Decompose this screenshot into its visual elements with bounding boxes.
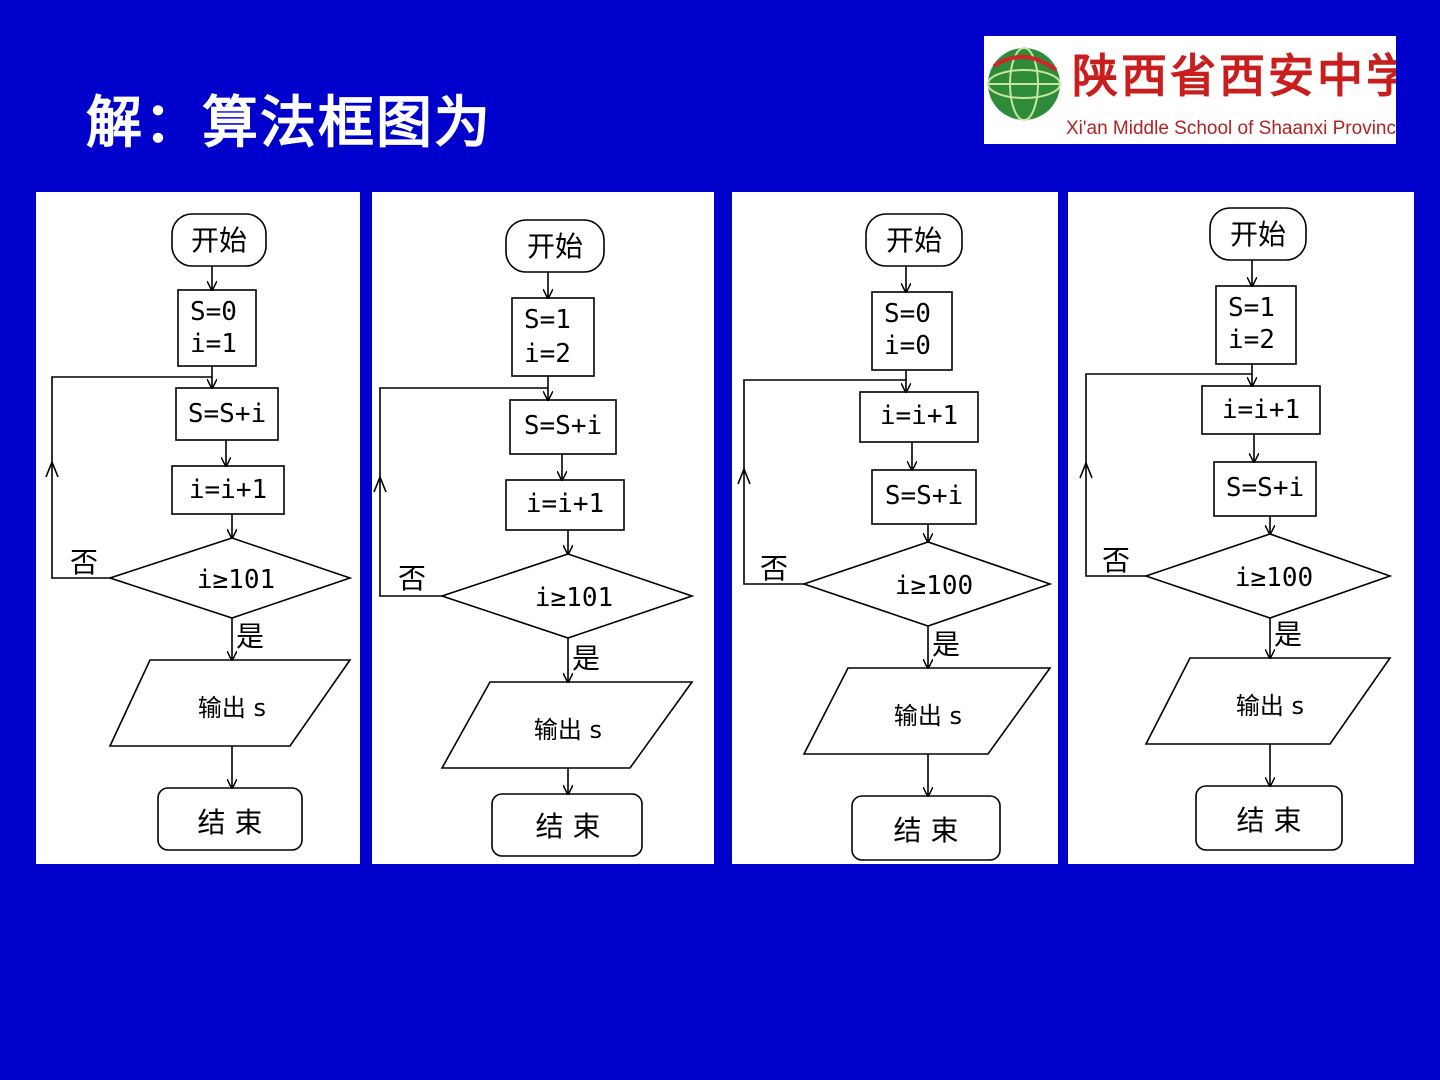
no-label: 否 [1102, 544, 1130, 577]
step2-label: S=S+i [885, 481, 963, 511]
decision-diamond [1143, 533, 1393, 619]
end-label: 结 束 [198, 806, 263, 839]
condition-label: i≥101 [535, 583, 613, 613]
no-label: 否 [70, 546, 98, 579]
init-line-2: i=2 [524, 339, 571, 369]
step1-label: i=i+1 [1222, 395, 1300, 425]
step1-label: i=i+1 [880, 401, 958, 431]
init-line-2: i=1 [190, 329, 237, 359]
start-node [1209, 207, 1307, 261]
init-box [871, 291, 953, 371]
flowchart-panel-2: 开始 S=1 i=2 S=S+i i=i+1 i≥101 否 是 输出 s 结 … [372, 192, 714, 864]
yes-label: 是 [932, 628, 960, 661]
init-line-1: S=0 [190, 297, 237, 327]
flowchart-3: 开始 S=0 i=0 i=i+1 S=S+i i≥100 否 是 输出 s 结 … [737, 213, 1053, 861]
output-parallelogram [440, 681, 694, 769]
output-label: 输出 s [534, 716, 602, 744]
start-node [865, 213, 963, 267]
start-node [505, 219, 605, 273]
end-node [491, 793, 643, 857]
step2-label: i=i+1 [189, 475, 267, 505]
decision-diamond [107, 537, 353, 619]
init-line-1: S=0 [884, 299, 931, 329]
flowchart-1: 开始 S=0 i=1 S=S+i i=i+1 i≥101 否 是 输出 s 结 … [45, 213, 353, 851]
step1-label: S=S+i [188, 399, 266, 429]
end-label: 结 束 [1237, 804, 1302, 837]
output-label: 输出 s [894, 702, 962, 730]
step1-box [859, 391, 979, 443]
output-parallelogram [108, 659, 352, 747]
yes-label: 是 [1274, 618, 1302, 651]
step2-label: i=i+1 [526, 489, 604, 519]
step1-box [1201, 385, 1321, 435]
no-label: 否 [398, 562, 426, 595]
condition-label: i≥101 [197, 565, 275, 595]
logo-english-name: Xi'an Middle School of Shaanxi Province [1066, 118, 1396, 139]
start-node [171, 213, 267, 267]
school-logo: 陕西省西安中学 Xi'an Middle School of Shaanxi P… [984, 36, 1396, 144]
init-box [1215, 285, 1297, 365]
init-line-2: i=0 [884, 331, 931, 361]
decision-diamond [439, 553, 695, 639]
start-label: 开始 [527, 230, 583, 263]
no-label: 否 [760, 552, 788, 585]
flowchart-2: 开始 S=1 i=2 S=S+i i=i+1 i≥101 否 是 输出 s 结 … [373, 219, 695, 857]
yes-label: 是 [572, 642, 600, 675]
output-parallelogram [1144, 657, 1392, 745]
init-box [177, 289, 257, 367]
start-label: 开始 [1230, 218, 1286, 251]
init-line-1: S=1 [1228, 293, 1275, 323]
step2-box [171, 465, 285, 515]
flowchart-4: 开始 S=1 i=2 i=i+1 S=S+i i≥100 否 是 输出 s 结 … [1079, 207, 1393, 851]
slide-title: 解：算法框图为 [86, 91, 492, 156]
step2-box [871, 469, 977, 525]
step2-label: S=S+i [1226, 473, 1304, 503]
condition-label: i≥100 [1235, 563, 1313, 593]
init-box [511, 297, 595, 377]
flowchart-panel-3: 开始 S=0 i=0 i=i+1 S=S+i i≥100 否 是 输出 s 结 … [732, 192, 1058, 864]
end-node [157, 787, 303, 851]
start-label: 开始 [191, 224, 247, 257]
step2-box [1213, 461, 1317, 517]
output-label: 输出 s [198, 694, 266, 722]
flowchart-panel-4: 开始 S=1 i=2 i=i+1 S=S+i i≥100 否 是 输出 s 结 … [1068, 192, 1414, 864]
end-node [851, 795, 1001, 861]
decision-diamond [801, 541, 1053, 627]
flowchart-panel-1: 开始 S=0 i=1 S=S+i i=i+1 i≥101 否 是 输出 s 结 … [36, 192, 360, 864]
init-line-2: i=2 [1228, 325, 1275, 355]
init-line-1: S=1 [524, 305, 571, 335]
condition-label: i≥100 [895, 571, 973, 601]
end-label: 结 束 [894, 814, 959, 847]
step1-box [175, 387, 279, 441]
step1-box [509, 399, 617, 455]
logo-chinese-name: 陕西省西安中学 [1072, 49, 1396, 103]
start-label: 开始 [886, 224, 942, 257]
yes-label: 是 [236, 620, 264, 653]
end-node [1195, 785, 1343, 851]
step2-box [505, 479, 625, 531]
step1-label: S=S+i [524, 411, 602, 441]
end-label: 结 束 [536, 810, 601, 843]
output-parallelogram [802, 667, 1052, 755]
output-label: 输出 s [1236, 692, 1304, 720]
globe-logo-icon [987, 47, 1061, 121]
